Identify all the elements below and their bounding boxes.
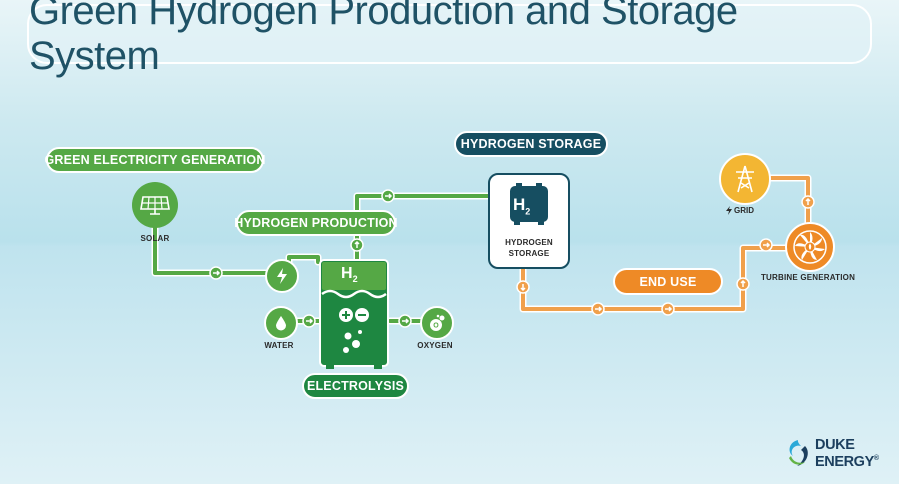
grid-label-wrap: GRID — [726, 206, 754, 215]
oxygen-symbol: O — [433, 323, 439, 330]
storage-h2-label: H2 — [513, 195, 530, 216]
section-electrolysis: ELECTROLYSIS — [302, 373, 409, 399]
turbine-node — [785, 222, 835, 272]
duke-energy-logo: DUKE ENERGY® — [785, 438, 879, 469]
water-label: WATER — [264, 341, 294, 350]
page-title: Green Hydrogen Production and Storage Sy… — [29, 0, 738, 78]
electrolyzer-tank — [319, 259, 389, 369]
oxygen-node: O — [420, 306, 454, 340]
logo-mark: ® — [873, 455, 879, 462]
lightning-small-icon — [726, 206, 732, 215]
flow-arrows — [209, 189, 815, 328]
power-tower-icon — [736, 165, 754, 193]
turbine-label: TURBINE GENERATION — [760, 273, 856, 282]
oxygen-label: OXYGEN — [417, 341, 453, 350]
section-green-electricity: GREEN ELECTRICITY GENERATION — [44, 147, 265, 173]
section-hydrogen-production: HYDROGEN PRODUCTION — [234, 210, 398, 236]
h2-symbol: H — [341, 265, 353, 282]
turbine-icon — [793, 230, 827, 264]
h2-tank-icon — [510, 183, 548, 225]
lightning-icon — [277, 268, 287, 284]
oxygen-bubble-icon: O — [430, 314, 445, 331]
storage-h2-subscript: 2 — [525, 206, 531, 217]
grid-node — [719, 153, 771, 205]
logo-line2: ENERGY — [815, 453, 874, 470]
section-hydrogen-storage: HYDROGEN STORAGE — [454, 131, 608, 157]
storage-label-line2: STORAGE — [508, 249, 550, 258]
water-drop-icon — [276, 316, 286, 331]
section-end-use: END USE — [613, 268, 723, 295]
title-box: Green Hydrogen Production and Storage Sy… — [27, 0, 872, 78]
h2-subscript: 2 — [352, 274, 358, 285]
solar-panel-icon — [140, 196, 170, 215]
electricity-node — [265, 259, 299, 293]
electrolyzer-h2-label: H2 — [341, 265, 358, 284]
solar-node — [132, 182, 178, 228]
water-node — [264, 306, 298, 340]
solar-label: SOLAR — [140, 234, 170, 243]
duke-energy-logo-icon — [789, 440, 808, 467]
logo-line1: DUKE — [815, 437, 855, 453]
storage-label-line1: HYDROGEN — [505, 238, 553, 247]
storage-h2-symbol: H — [513, 195, 526, 214]
grid-label: GRID — [734, 206, 754, 215]
logo-text: DUKE ENERGY® — [815, 438, 879, 469]
